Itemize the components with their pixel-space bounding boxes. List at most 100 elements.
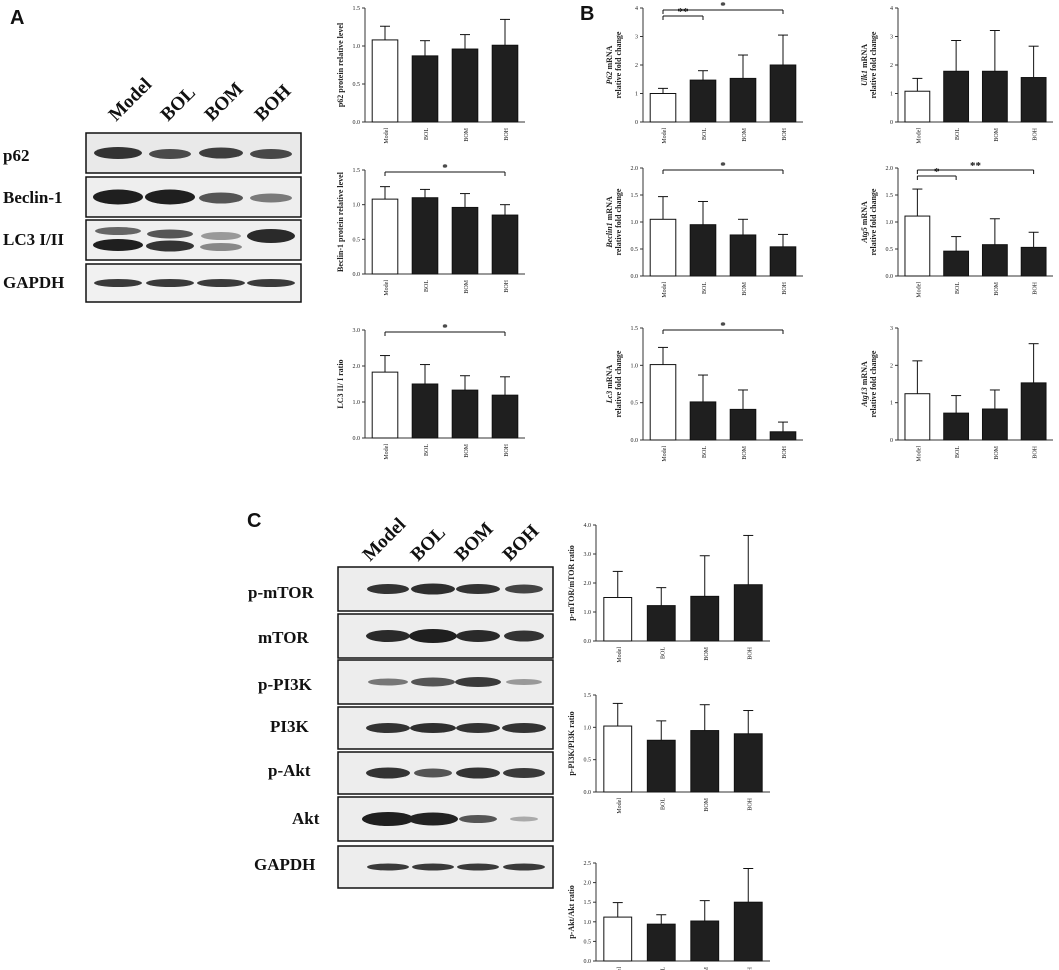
y-tick-label: 1.5 bbox=[631, 326, 639, 332]
band bbox=[199, 147, 243, 159]
y-tick-label: 1 bbox=[890, 401, 893, 407]
band bbox=[200, 243, 242, 251]
y-tick-label: 2.0 bbox=[584, 581, 592, 587]
x-tick-label: Model bbox=[916, 128, 922, 144]
bar-bom bbox=[690, 920, 720, 962]
panel-b-letter: B bbox=[580, 3, 594, 25]
x-tick-label: BOM bbox=[464, 279, 470, 293]
x-tick-label: BOL bbox=[660, 967, 666, 970]
bar-bol bbox=[646, 605, 676, 642]
x-tick-label: BOH bbox=[1033, 127, 1039, 140]
sig-label: ** bbox=[970, 160, 982, 172]
x-tick-label: BOL bbox=[955, 446, 961, 458]
y-tick-label: 2.0 bbox=[353, 364, 361, 370]
bar-bom bbox=[451, 389, 479, 439]
x-tick-label: Model bbox=[916, 282, 922, 298]
bar-bol bbox=[646, 923, 676, 962]
bar-bol bbox=[646, 739, 676, 793]
bar-bol bbox=[943, 250, 970, 277]
y-tick-label: 1 bbox=[890, 92, 893, 98]
y-tick-label: 1.0 bbox=[584, 920, 592, 926]
band bbox=[199, 192, 243, 204]
bar-bom bbox=[981, 244, 1008, 277]
bar-model bbox=[603, 916, 633, 962]
y-tick-label: 1.0 bbox=[353, 44, 361, 50]
y-tick-label: 1.0 bbox=[631, 220, 639, 226]
y-tick-label: 0.0 bbox=[631, 274, 639, 280]
blot-a-row-gapdh: GAPDH bbox=[3, 273, 64, 292]
y-tick-label: 1.5 bbox=[353, 168, 361, 174]
bar-boh bbox=[1020, 382, 1047, 441]
bar-boh bbox=[733, 584, 763, 642]
y-tick-label: 0.5 bbox=[353, 82, 361, 88]
band bbox=[503, 768, 545, 778]
bar-bom bbox=[729, 408, 757, 441]
bar-boh bbox=[491, 214, 519, 275]
blot-a-lane-model: Model bbox=[105, 74, 156, 125]
blot-c-lane-boh: BOH bbox=[499, 521, 544, 566]
y-tick-label: 1.0 bbox=[584, 610, 592, 616]
x-tick-label: BOL bbox=[702, 446, 708, 458]
band bbox=[456, 767, 500, 779]
band bbox=[94, 279, 142, 287]
band bbox=[457, 863, 499, 871]
blot-c-row-ppi3k: p-PI3K bbox=[258, 675, 313, 694]
y-axis-label: p-PI3K/PI3K ratio bbox=[567, 711, 576, 775]
y-axis-label: relative fold change bbox=[869, 188, 878, 255]
band bbox=[502, 723, 546, 733]
bar-model bbox=[603, 725, 633, 793]
x-tick-label: Model bbox=[617, 647, 623, 663]
x-tick-label: BOL bbox=[702, 282, 708, 294]
x-tick-label: BOM bbox=[464, 127, 470, 141]
bar-bol bbox=[943, 70, 970, 123]
x-tick-label: Model bbox=[384, 128, 390, 144]
bar-boh bbox=[769, 246, 797, 277]
y-tick-label: 3 bbox=[890, 35, 893, 41]
band bbox=[456, 584, 500, 594]
x-tick-label: BOH bbox=[782, 127, 788, 140]
bar-model bbox=[603, 597, 633, 642]
band bbox=[411, 583, 455, 595]
x-tick-label: BOL bbox=[660, 647, 666, 659]
y-axis-label: relative fold change bbox=[869, 350, 878, 417]
y-axis-label: p-Akt/Akt ratio bbox=[567, 885, 576, 939]
band bbox=[366, 767, 410, 779]
y-tick-label: 2.0 bbox=[886, 166, 894, 172]
band bbox=[197, 279, 245, 287]
x-tick-label: BOH bbox=[504, 443, 510, 456]
band bbox=[510, 816, 538, 822]
band bbox=[409, 629, 457, 643]
band bbox=[149, 149, 191, 159]
x-tick-label: BOH bbox=[747, 966, 753, 970]
y-tick-label: 2 bbox=[890, 63, 893, 69]
bar-bom bbox=[981, 70, 1008, 123]
blot-c-lane-bol: BOL bbox=[407, 522, 450, 565]
blot-a-row-p62: p62 bbox=[3, 146, 29, 165]
band bbox=[504, 630, 544, 642]
x-tick-label: BOM bbox=[704, 646, 710, 660]
bar-boh bbox=[769, 431, 797, 441]
y-tick-label: 1.5 bbox=[886, 193, 894, 199]
x-tick-label: BOH bbox=[782, 445, 788, 458]
band bbox=[412, 863, 454, 871]
y-tick-label: 0.0 bbox=[353, 436, 361, 442]
y-axis-label: p62 protein relative level bbox=[336, 22, 345, 107]
bar-model bbox=[371, 371, 399, 439]
blot-c-lane-bom: BOM bbox=[451, 519, 498, 566]
x-tick-label: Model bbox=[617, 967, 623, 970]
y-tick-label: 3.0 bbox=[353, 328, 361, 334]
y-axis-label: Beclin-1 protein relative level bbox=[336, 171, 345, 272]
band bbox=[145, 189, 195, 205]
band bbox=[408, 812, 458, 826]
x-tick-label: BOM bbox=[704, 797, 710, 811]
bar-bol bbox=[689, 224, 717, 277]
x-tick-label: Model bbox=[662, 446, 668, 462]
bar-boh bbox=[491, 44, 519, 123]
y-tick-label: 4 bbox=[635, 6, 638, 12]
